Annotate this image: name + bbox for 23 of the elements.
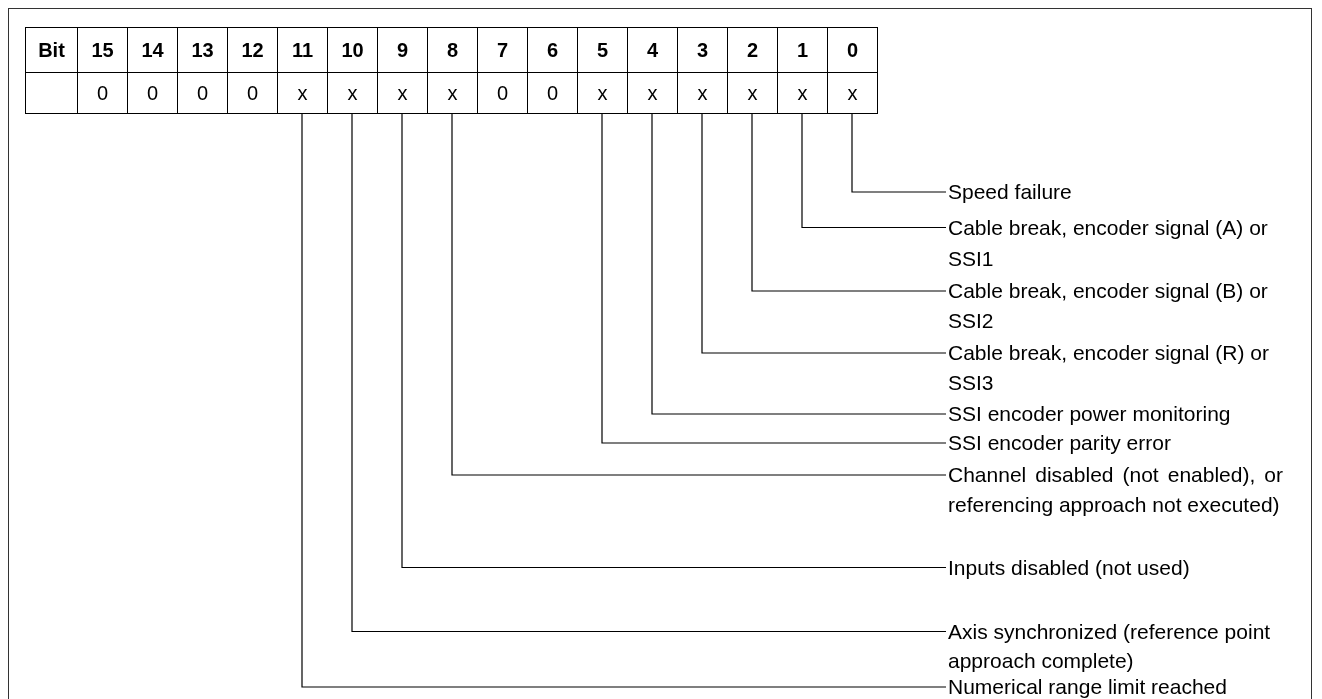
leader-line [401, 112, 947, 569]
leader-line [701, 112, 947, 354]
leader-line [651, 112, 947, 415]
leader-line [751, 112, 947, 292]
bit-description: Cable break, encoder signal (A) or SSI1 [948, 212, 1283, 274]
bit-description: Cable break, encoder signal (R) or SSI3 [948, 338, 1283, 398]
leader-line [801, 112, 947, 229]
bit-description: Axis synchronized (reference point approach complete) [948, 617, 1283, 675]
leader-line [601, 112, 947, 444]
bit-description: SSI encoder power monitoring [948, 400, 1283, 428]
column-header: Bit [25, 27, 78, 73]
bit-number: 0 [827, 27, 878, 73]
bit-description: SSI encoder parity error [948, 429, 1283, 457]
bit-description: Speed failure [948, 177, 1283, 207]
leader-line [351, 112, 947, 633]
bit-description: Inputs disabled (not used) [948, 551, 1283, 584]
bit-description: Numerical range limit reached [948, 676, 1283, 698]
leader-line [301, 112, 947, 688]
leader-line [451, 112, 947, 476]
leader-line [851, 112, 947, 193]
bit-value: x [827, 72, 878, 114]
bit-description: Cable break, encoder signal (B) or SSI2 [948, 276, 1283, 336]
bit-description: Channel disabled (not enabled), or referencing approach not executed) [948, 460, 1283, 520]
